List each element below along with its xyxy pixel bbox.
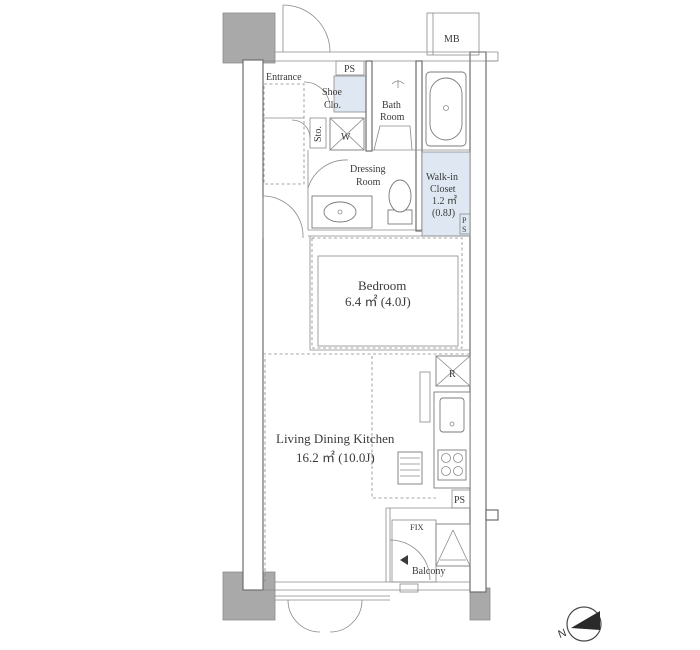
balcony-door-swing[interactable]	[389, 539, 431, 581]
ldk-label-2: 16.2 ㎡ (10.0J)	[296, 450, 375, 465]
ps-top-label: PS	[344, 64, 355, 75]
stove-burner-3-icon	[441, 466, 451, 476]
kitchen-sink-drain-icon	[449, 421, 455, 427]
dressing-label-2: Room	[356, 177, 381, 188]
stove-burner-1-icon	[441, 453, 451, 463]
entrance-door-swing[interactable]	[282, 4, 331, 53]
ac-unit-diag-2	[452, 529, 471, 567]
balcony-ledge	[485, 509, 499, 521]
ac-unit-diag-1	[435, 529, 454, 567]
window-door-right-swing[interactable]	[329, 599, 363, 633]
shoe-closet-label-2: Clo.	[324, 100, 341, 111]
mb-box	[426, 12, 480, 56]
balcony-outlet	[399, 583, 419, 593]
bedroom-closet-rail	[311, 237, 463, 349]
left-outer-wall	[242, 59, 264, 591]
fridge-label: R	[449, 369, 456, 380]
stove-burner-2-icon	[453, 453, 463, 463]
washer-label: W	[341, 132, 351, 143]
compass-north-label: N	[557, 627, 569, 641]
entrance-floor	[263, 83, 305, 185]
bathtub-basin	[429, 77, 463, 141]
right-outer-wall	[469, 51, 487, 593]
fix-window-label: FIX	[410, 522, 424, 532]
bath-right-wall	[415, 60, 423, 232]
stove-burner-4-icon	[453, 466, 463, 476]
bath-door-swing[interactable]	[373, 125, 413, 151]
kitchen-tall-cabinet	[419, 371, 431, 423]
bath-label-1: Bath	[382, 100, 401, 111]
bath-left-wall	[365, 60, 373, 152]
window-door-left-swing[interactable]	[287, 599, 321, 633]
entrance-label: Entrance	[266, 72, 302, 83]
fridge-diag-2	[435, 355, 471, 387]
ps-top-box	[335, 60, 365, 76]
washer-pan-diag-2	[329, 117, 365, 151]
storage-box	[309, 117, 327, 149]
walkin-label-2: Closet	[430, 184, 456, 195]
bath-faucet-icon	[391, 80, 405, 88]
mb-label: MB	[444, 34, 460, 45]
walk-in-closet	[421, 151, 471, 237]
bath-label-2: Room	[380, 112, 405, 123]
bedroom-label-1: Bedroom	[358, 278, 406, 293]
heater-panel	[397, 451, 423, 485]
walkin-label-4: (0.8J)	[432, 208, 455, 219]
vanity-sink	[323, 201, 357, 223]
stove	[437, 449, 467, 481]
walkin-label-1: Walk-in	[426, 172, 458, 183]
ps-kitchen-label: PS	[454, 495, 465, 506]
toilet-bowl	[388, 179, 412, 213]
bedroom-label-2: 6.4 ㎡ (4.0J)	[345, 294, 411, 309]
bedroom-floor	[317, 255, 459, 347]
bathtub-drain-icon	[443, 105, 449, 111]
dressing-door-swing[interactable]	[307, 159, 349, 189]
ldk-label-1: Living Dining Kitchen	[276, 431, 395, 446]
dressing-label-1: Dressing	[350, 164, 386, 175]
ps-closet-box	[459, 213, 471, 235]
ps-closet-label-1: P	[462, 216, 467, 225]
balcony-label: Balcony	[412, 566, 445, 577]
ac-outdoor-unit	[435, 523, 471, 567]
walkin-label-3: 1.2 ㎡	[432, 195, 457, 207]
kitchen-sink	[439, 397, 465, 433]
drain-arrow-icon	[400, 555, 408, 565]
storage-door-swing[interactable]	[291, 119, 311, 139]
ps-closet-label-2: S	[462, 225, 466, 234]
column-bottom-right	[469, 587, 491, 621]
compass-icon: N	[557, 606, 602, 642]
vanity-drain-icon	[337, 209, 343, 215]
corridor-door-swing[interactable]	[262, 195, 304, 239]
storage-label: Sto.	[313, 126, 324, 142]
shoe-closet-label-1: Shoe	[322, 87, 343, 98]
column-top-left	[222, 12, 276, 64]
entrance-inner-door-swing[interactable]	[303, 81, 331, 109]
